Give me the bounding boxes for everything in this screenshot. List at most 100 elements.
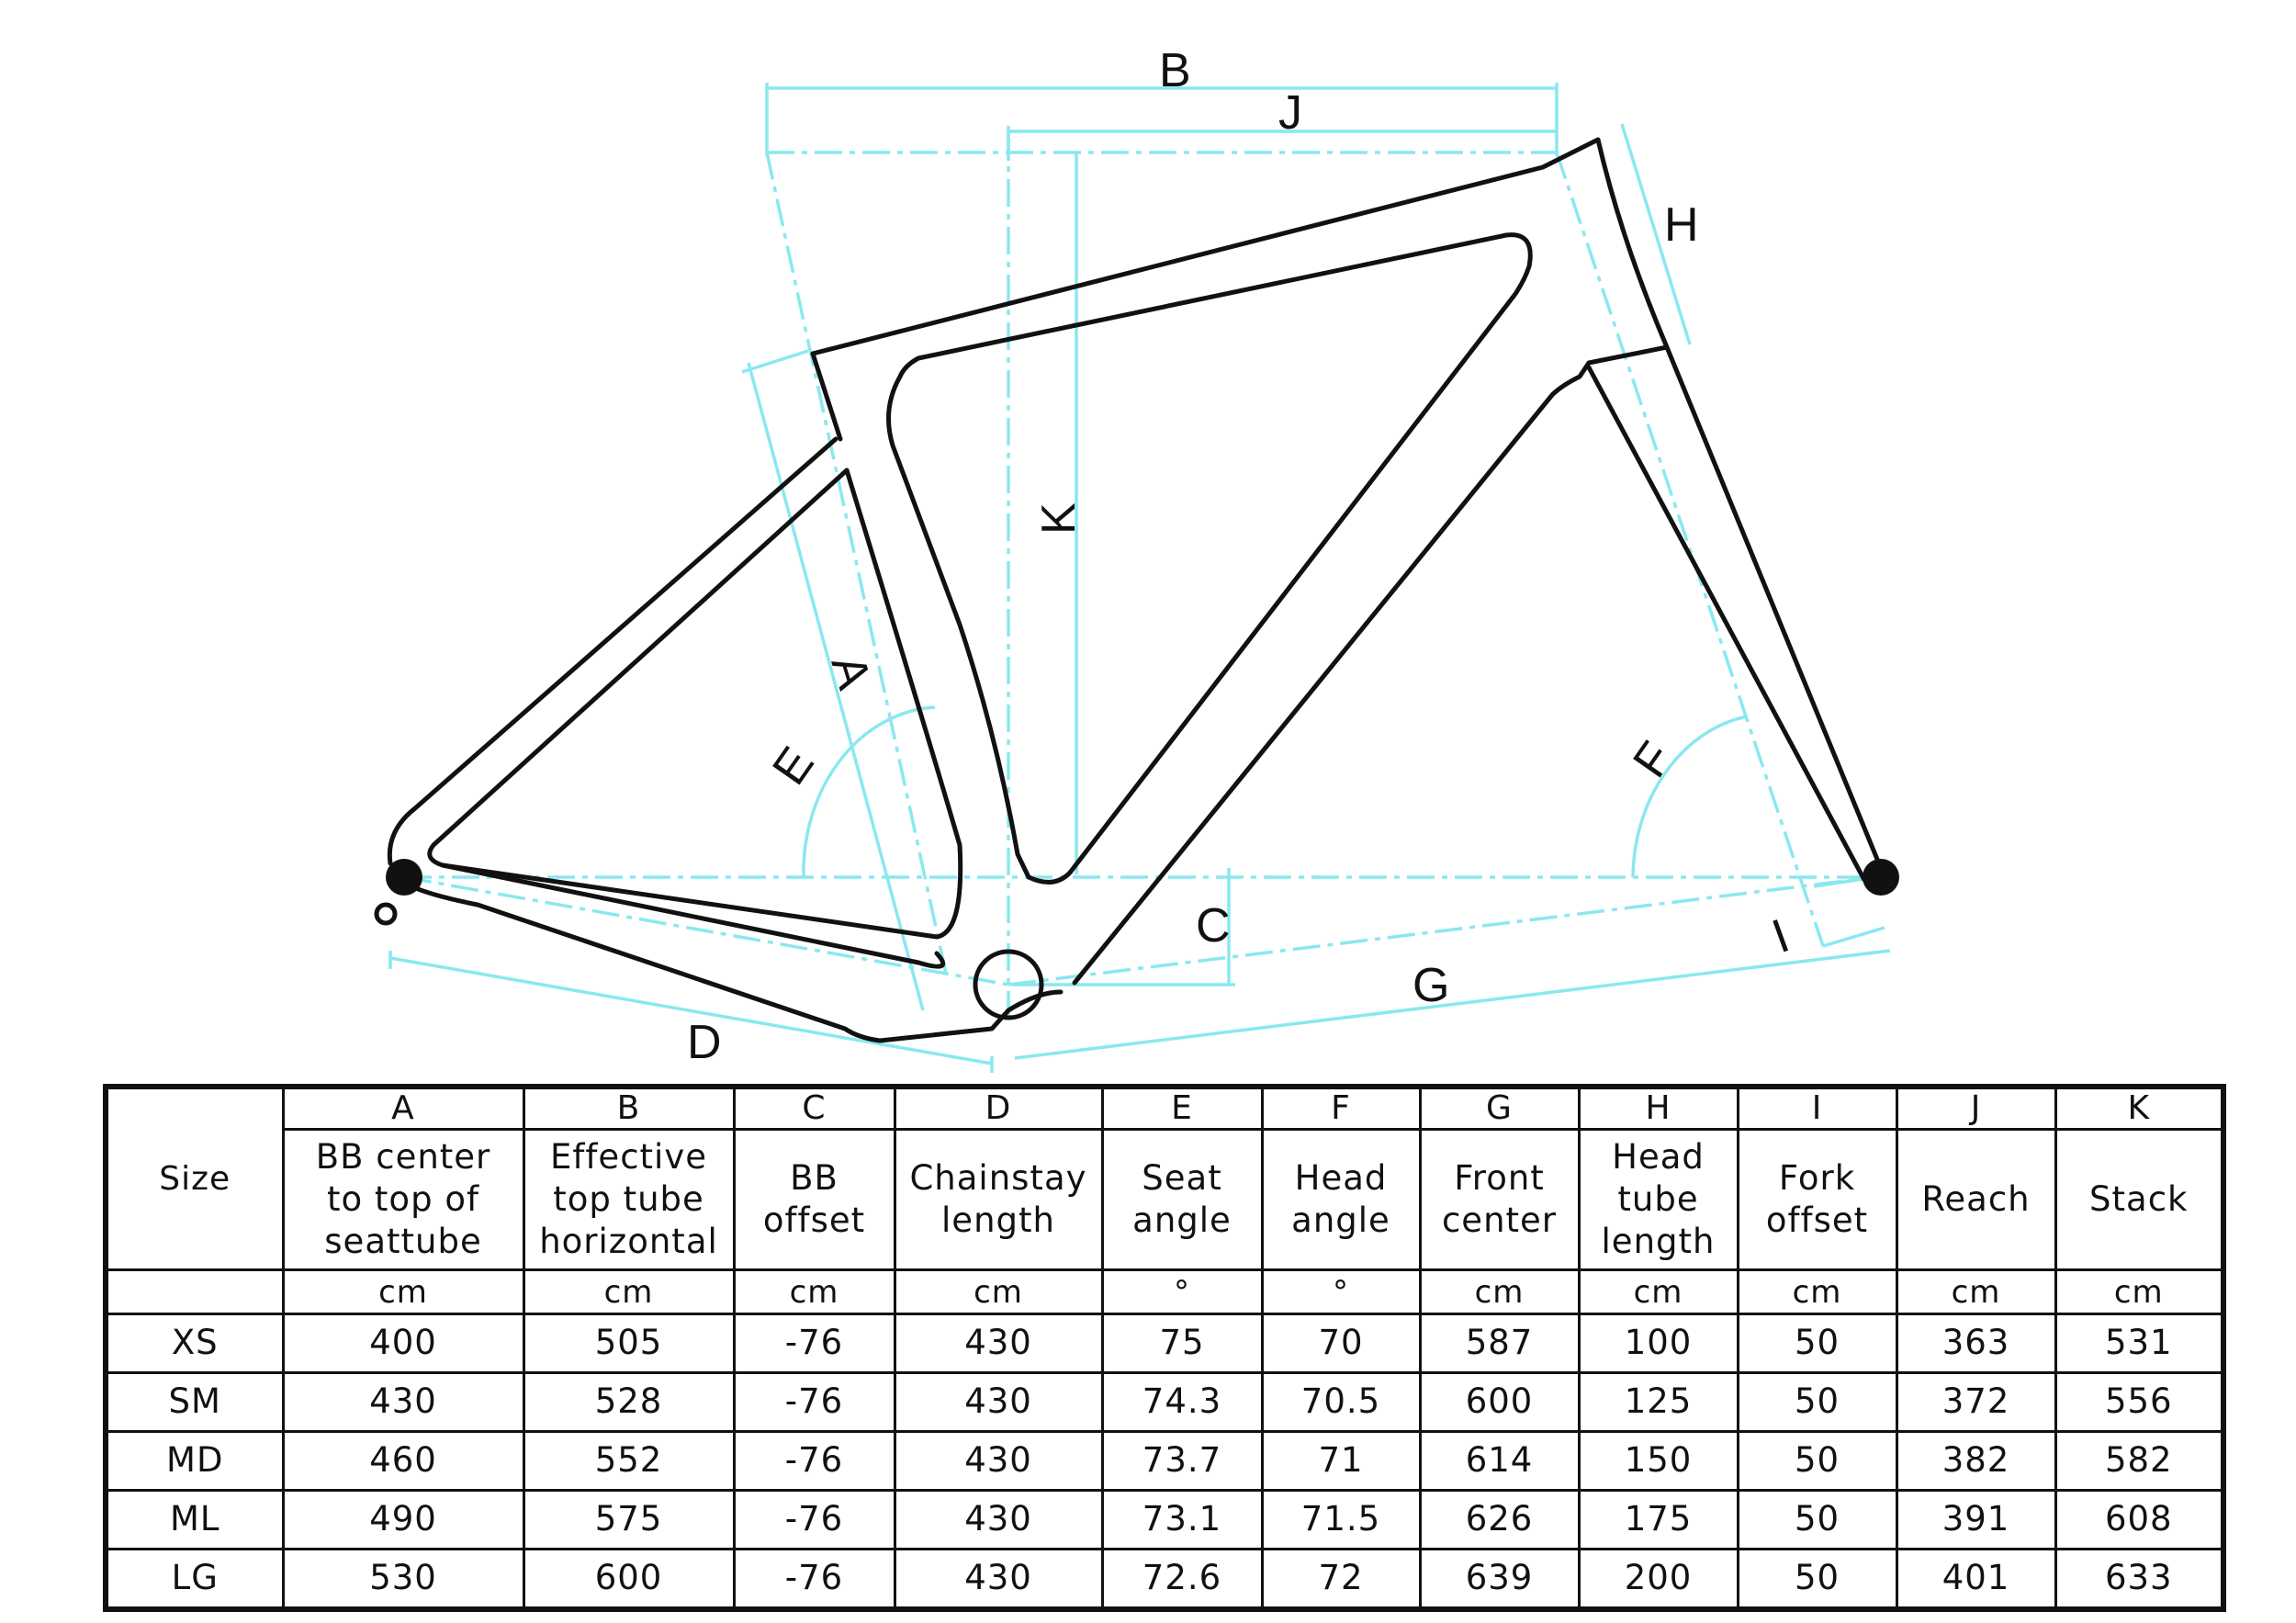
value-cell: 556: [2054, 1371, 2225, 1433]
value-cell: 50: [1736, 1489, 1898, 1550]
value-cell: -76: [732, 1371, 896, 1433]
value-cell: 430: [893, 1313, 1104, 1374]
value-cell: -76: [732, 1313, 896, 1374]
table-row: SM 430 528 -76 430 74.3 70.5 600 125 50 …: [104, 1371, 2225, 1433]
value-cell: 600: [522, 1548, 736, 1611]
value-cell: 200: [1577, 1548, 1739, 1611]
value-cell: 70.5: [1260, 1371, 1422, 1433]
col-letter: I: [1736, 1085, 1898, 1131]
label-k: K: [1032, 502, 1086, 535]
label-h: H: [1664, 198, 1699, 252]
value-cell: 460: [281, 1430, 525, 1492]
value-cell: 391: [1895, 1489, 2057, 1550]
col-unit: cm: [732, 1268, 896, 1315]
col-letter: H: [1577, 1085, 1739, 1131]
letter-header-row: Size A B C D E F G H I J K: [104, 1085, 2225, 1271]
value-cell: 74.3: [1100, 1371, 1264, 1433]
value-cell: 430: [893, 1489, 1104, 1550]
col-letter: F: [1260, 1085, 1422, 1131]
value-cell: 72.6: [1100, 1548, 1264, 1611]
value-cell: 626: [1418, 1489, 1581, 1550]
value-cell: 587: [1418, 1313, 1581, 1374]
col-letter: A: [281, 1085, 525, 1131]
value-cell: -76: [732, 1548, 896, 1611]
value-cell: 50: [1736, 1430, 1898, 1492]
label-d: D: [687, 1016, 722, 1069]
label-i: I: [1765, 909, 1795, 964]
value-cell: -76: [732, 1489, 896, 1550]
size-cell: XS: [104, 1313, 285, 1374]
col-unit: cm: [2054, 1268, 2225, 1315]
value-cell: 430: [281, 1371, 525, 1433]
value-cell: 530: [281, 1548, 525, 1611]
value-cell: 150: [1577, 1430, 1739, 1492]
value-cell: 372: [1895, 1371, 2057, 1433]
bike-frame: [374, 137, 1899, 1043]
value-cell: 50: [1736, 1313, 1898, 1374]
value-cell: 614: [1418, 1430, 1581, 1492]
col-unit: cm: [1895, 1268, 2057, 1315]
col-unit: cm: [893, 1268, 1104, 1315]
col-unit: cm: [1736, 1268, 1898, 1315]
value-cell: 608: [2054, 1489, 2225, 1550]
value-cell: 73.1: [1100, 1489, 1264, 1550]
value-cell: 125: [1577, 1371, 1739, 1433]
value-cell: 639: [1418, 1548, 1581, 1611]
col-desc: Reach: [1895, 1128, 2057, 1271]
value-cell: 71: [1260, 1430, 1422, 1492]
value-cell: 552: [522, 1430, 736, 1492]
value-cell: 531: [2054, 1313, 2225, 1374]
value-cell: 100: [1577, 1313, 1739, 1374]
value-cell: 528: [522, 1371, 736, 1433]
size-cell: SM: [104, 1371, 285, 1433]
value-cell: 505: [522, 1313, 736, 1374]
label-a: A: [821, 649, 882, 695]
value-cell: 430: [893, 1371, 1104, 1433]
label-b: B: [1159, 44, 1191, 97]
size-cell: ML: [104, 1489, 285, 1550]
table-row: ML 490 575 -76 430 73.1 71.5 626 175 50 …: [104, 1489, 2225, 1550]
dimension-labels: B J H K A E F C I G D: [687, 44, 1796, 1069]
col-unit: cm: [1418, 1268, 1581, 1315]
value-cell: 430: [893, 1548, 1104, 1611]
value-cell: 363: [1895, 1313, 2057, 1374]
col-letter: B: [522, 1085, 736, 1131]
dimension-lines: [388, 83, 1891, 1073]
col-letter: D: [893, 1085, 1104, 1131]
col-unit: cm: [281, 1268, 525, 1315]
value-cell: 400: [281, 1313, 525, 1374]
value-cell: 73.7: [1100, 1430, 1264, 1492]
value-cell: 72: [1260, 1548, 1422, 1611]
value-cell: 582: [2054, 1430, 2225, 1492]
value-cell: 600: [1418, 1371, 1581, 1433]
value-cell: 175: [1577, 1489, 1739, 1550]
frame-geometry-diagram: B J H K A E F C I G D: [374, 44, 1899, 1073]
label-e: E: [762, 738, 824, 795]
col-letter: J: [1895, 1085, 2057, 1131]
label-j: J: [1278, 86, 1302, 140]
col-letter: G: [1418, 1085, 1581, 1131]
table-row: LG 530 600 -76 430 72.6 72 639 200 50 40…: [104, 1548, 2225, 1611]
unit-header-row: cm cm cm cm ° ° cm cm cm cm cm: [104, 1268, 2225, 1315]
col-desc: Stack: [2054, 1128, 2225, 1271]
table-row: XS 400 505 -76 430 75 70 587 100 50 363 …: [104, 1313, 2225, 1374]
label-f: F: [1623, 733, 1683, 787]
value-cell: 75: [1100, 1313, 1264, 1374]
value-cell: 71.5: [1260, 1489, 1422, 1550]
size-header: Size: [104, 1085, 285, 1271]
value-cell: 490: [281, 1489, 525, 1550]
value-cell: 50: [1736, 1548, 1898, 1611]
value-cell: 50: [1736, 1371, 1898, 1433]
label-c: C: [1196, 899, 1231, 952]
value-cell: 430: [893, 1430, 1104, 1492]
